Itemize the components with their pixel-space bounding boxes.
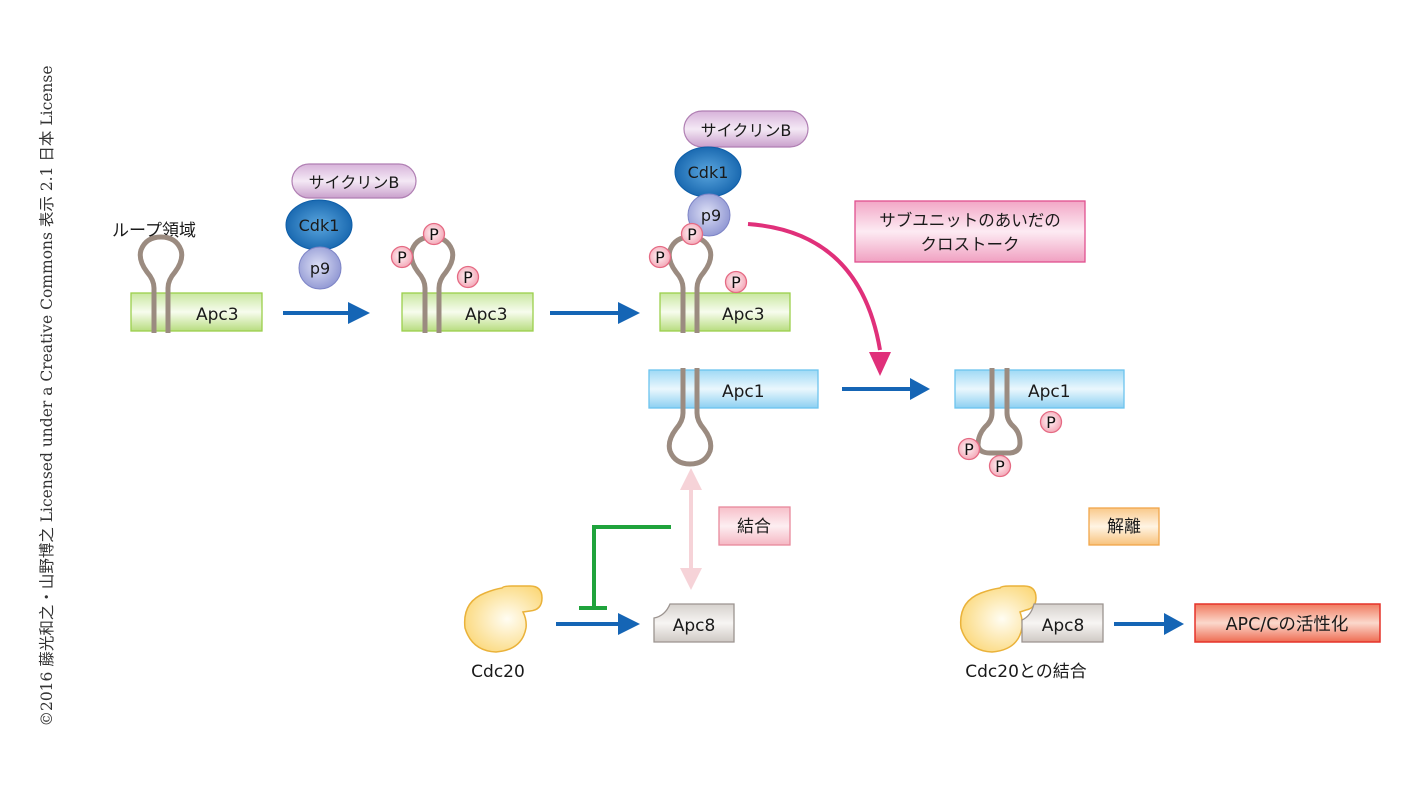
cdc20-apc8-complex: Apc8 Cdc20との結合 (959, 585, 1104, 682)
phospho-icon (957, 437, 981, 461)
phospho-icon (648, 245, 672, 269)
cyclin-b-1 (291, 163, 417, 199)
stage-2-apc3-phosphorylated: Apc3 (390, 222, 534, 333)
apc1-label-2: Apc1 (1028, 382, 1071, 402)
cdk1-label-1: Cdk1 (299, 216, 340, 235)
binding-label: 結合 (737, 517, 771, 537)
loop-region-shape (137, 234, 185, 333)
apc1-before: Apc1 (648, 368, 819, 467)
cyclin-b-2 (683, 110, 809, 148)
inhibition-line (579, 525, 671, 610)
cyclin-b-label-1: サイクリンB (309, 173, 400, 192)
arrow-stage1-to-2 (283, 302, 370, 324)
cyclin-b-label-2: サイクリンB (701, 121, 792, 140)
cdc20-shape (463, 585, 543, 653)
apc3-label-3: Apc3 (722, 305, 765, 325)
cdk1-label-2: Cdk1 (688, 163, 729, 182)
arrow-to-activation (1114, 613, 1184, 635)
apc8-label-2: Apc8 (1042, 616, 1085, 636)
cdc20-free: Cdc20 (463, 585, 543, 682)
arrow-cdc20-to-apc8 (556, 613, 640, 635)
phospho-icon (456, 265, 480, 289)
loop-region-shape-apc1 (666, 368, 714, 467)
crosstalk-arrow (747, 222, 891, 376)
phospho-icon (988, 454, 1012, 478)
crosstalk-label-line1: サブユニットのあいだの (879, 210, 1061, 230)
apc8-box-2 (1021, 603, 1104, 643)
cdc20-binding-label: Cdc20との結合 (965, 662, 1086, 682)
stage-3-apc3-phosphorylated: Apc3 (648, 222, 791, 333)
apc-activation-label: APC/Cの活性化 (1226, 615, 1349, 635)
dissociation-label-box: 解離 (1088, 507, 1160, 546)
apc3-label: Apc3 (196, 305, 239, 325)
apc8-box (653, 603, 735, 643)
dissociation-label: 解離 (1107, 517, 1141, 537)
cyclinb-cdk1-complex-1: サイクリンB Cdk1 p9 (285, 163, 417, 290)
loop-region-label: ループ領域 (112, 221, 196, 241)
apc1-bar-2 (954, 369, 1125, 409)
loop-region-shape-apc1-2 (975, 368, 1023, 456)
phospho-icon (390, 245, 414, 269)
p9-label-1: p9 (310, 259, 330, 278)
cyclinb-cdk1-complex-2: サイクリンB Cdk1 p9 (674, 110, 809, 237)
phospho-icon (724, 270, 748, 294)
arrow-stage2-to-3 (550, 302, 640, 324)
cdc20-label: Cdc20 (471, 662, 525, 682)
phospho-icon (422, 222, 446, 246)
apc3-label-2: Apc3 (465, 305, 508, 325)
p9-label-2: p9 (701, 206, 721, 225)
copyright-credit: ©2016 藤光和之・山野博之 Licensed under a Creativ… (38, 65, 56, 726)
phospho-icon (680, 222, 704, 246)
apc1-bar (648, 369, 819, 409)
phospho-icon (1039, 410, 1063, 434)
crosstalk-label-line2: クロストーク (921, 235, 1020, 254)
apc8-label: Apc8 (673, 616, 716, 636)
arrow-apc1-transition (842, 378, 930, 400)
binding-label-box: 結合 (718, 506, 791, 546)
crosstalk-label-box: サブユニットのあいだの クロストーク (854, 200, 1086, 263)
p9-1 (298, 246, 342, 290)
apc1-after: Apc1 (954, 368, 1125, 478)
apc8-free: Apc8 (653, 603, 735, 643)
stage-1-apc3: ループ領域 Apc3 (112, 221, 263, 333)
binding-double-arrow (680, 468, 702, 590)
apc1-label: Apc1 (722, 382, 765, 402)
apc-activation-box: APC/Cの活性化 (1194, 603, 1381, 643)
